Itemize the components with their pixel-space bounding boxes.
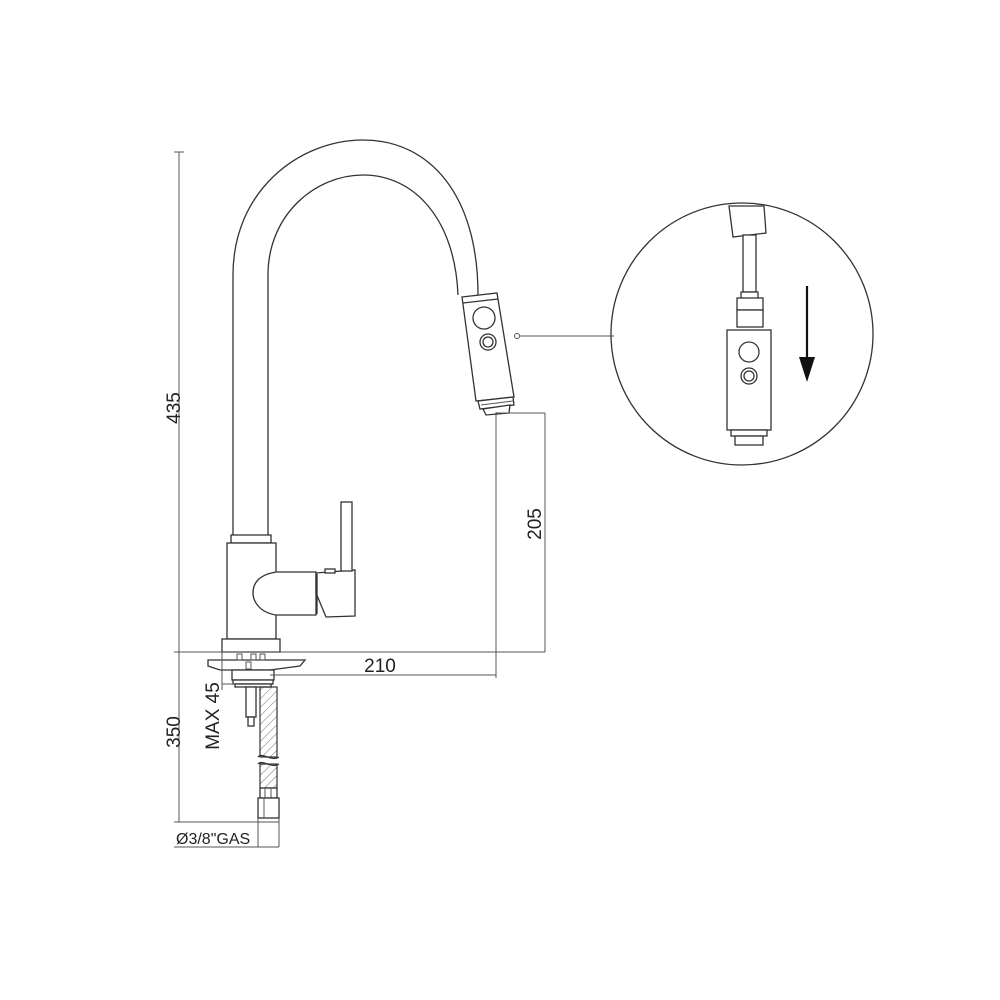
hose-dimension-350 [174, 652, 280, 848]
spout [232, 139, 479, 537]
spray-head [461, 292, 614, 416]
faucet-base [174, 638, 545, 688]
pull-down-arrow-icon [799, 286, 815, 382]
supply-hoses [245, 686, 280, 819]
faucet-body [226, 501, 356, 640]
height-dimension-435 [174, 151, 184, 652]
max-45-dimension [221, 652, 235, 690]
detail-view [610, 202, 874, 466]
spout-dimensions [270, 412, 546, 678]
